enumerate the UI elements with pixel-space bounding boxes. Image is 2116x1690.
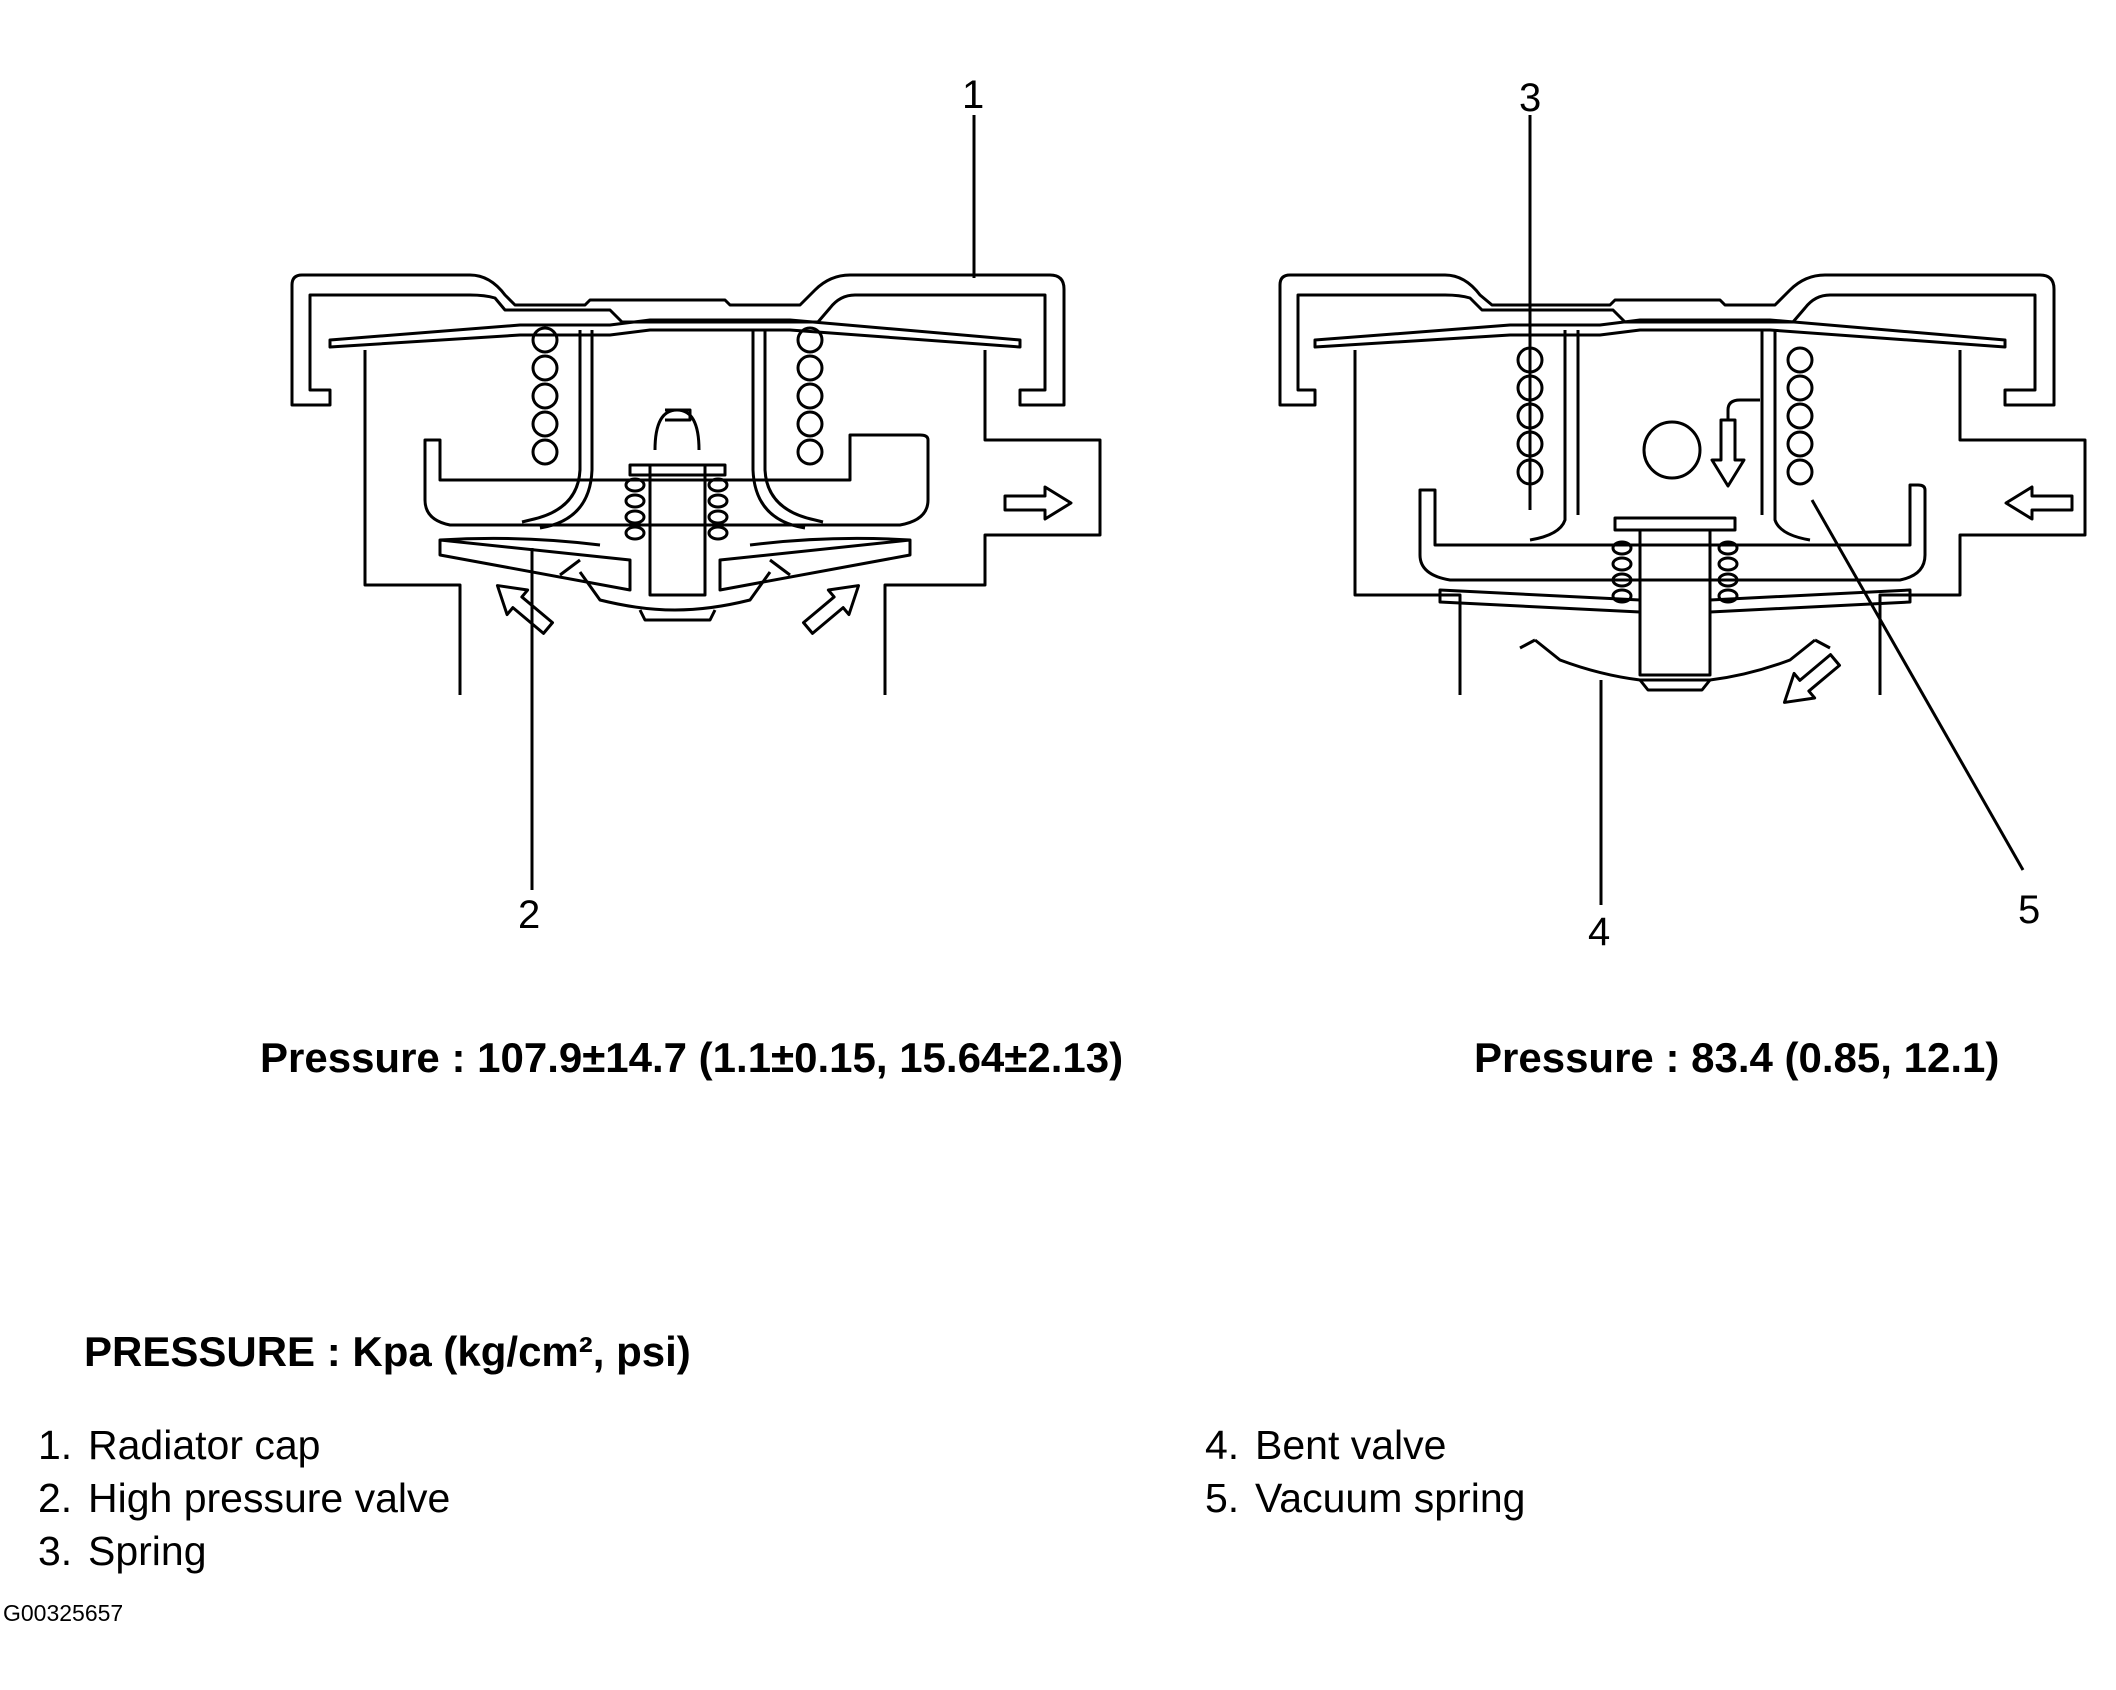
right-stem — [1638, 530, 1712, 677]
left-radiator-cap — [290, 115, 1102, 890]
callout-5: 5 — [2018, 888, 2041, 932]
left-stem — [648, 465, 707, 597]
legend-number: 2. — [38, 1475, 73, 1521]
right-bent-valve — [1534, 638, 1816, 682]
left-inflow-arrow-l — [485, 571, 560, 642]
callout-2: 2 — [518, 893, 541, 937]
legend-item-spring: 3. Spring — [38, 1528, 207, 1575]
figure-id: G00325657 — [3, 1600, 124, 1626]
left-inflow-arrow-r — [796, 571, 871, 642]
left-stem-housing — [521, 330, 824, 524]
callout-3: 3 — [1519, 76, 1542, 120]
right-spring-r — [1786, 346, 1814, 486]
left-spring-l — [531, 326, 559, 466]
legend-item-vacuum-spring: 5. Vacuum spring — [1205, 1475, 1525, 1522]
right-port — [1642, 420, 1702, 480]
right-inflow-arrow — [2004, 485, 2074, 521]
legend-label: Vacuum spring — [1255, 1475, 1526, 1521]
right-radiator-cap — [1278, 115, 2087, 905]
left-valve-plate — [438, 538, 632, 592]
legend-item-radiator-cap: 1. Radiator cap — [38, 1422, 320, 1469]
right-cap-shell — [1278, 273, 2056, 407]
legend-number: 4. — [1205, 1422, 1240, 1468]
legend-item-high-pressure-valve: 2. High pressure valve — [38, 1475, 450, 1522]
right-down-arrow — [1710, 418, 1746, 488]
legend-label: Radiator cap — [88, 1422, 321, 1468]
callout-1: 1 — [962, 73, 985, 117]
legend-label: Spring — [88, 1528, 207, 1574]
left-lower-guide — [578, 571, 772, 612]
right-upper-cup — [1418, 483, 1927, 582]
right-outflow-arrow — [1772, 646, 1847, 717]
right-valve-plate — [1438, 588, 1642, 614]
left-body — [363, 350, 1102, 695]
right-body — [1353, 350, 2087, 695]
left-small-spring-r — [707, 477, 729, 541]
left-pressure-caption: Pressure : 107.9±14.7 (1.1±0.15, 15.64±2… — [260, 1034, 1124, 1081]
right-small-spring-r — [1717, 540, 1739, 604]
left-upper-cup — [423, 433, 930, 527]
units-label: PRESSURE : Kpa (kg/cm², psi) — [84, 1328, 691, 1375]
legend-number: 1. — [38, 1422, 73, 1468]
right-seal-plate — [1313, 318, 2007, 349]
callout-4: 4 — [1588, 910, 1611, 954]
legend-item-bent-valve: 4. Bent valve — [1205, 1422, 1446, 1469]
left-cap-shell — [290, 273, 1066, 407]
legend-number: 3. — [38, 1528, 73, 1574]
leader-5 — [1810, 499, 2025, 871]
left-small-spring-l — [624, 477, 646, 541]
right-small-spring-l — [1611, 540, 1633, 604]
legend-label: Bent valve — [1255, 1422, 1447, 1468]
right-stem-housing — [1529, 330, 1811, 542]
left-seal-plate — [328, 318, 1022, 349]
left-outflow-arrow — [1003, 485, 1073, 521]
legend-number: 5. — [1205, 1475, 1240, 1521]
legend-label: High pressure valve — [88, 1475, 451, 1521]
left-spring-r — [796, 326, 824, 466]
right-pressure-caption: Pressure : 83.4 (0.85, 12.1) — [1474, 1034, 2000, 1081]
